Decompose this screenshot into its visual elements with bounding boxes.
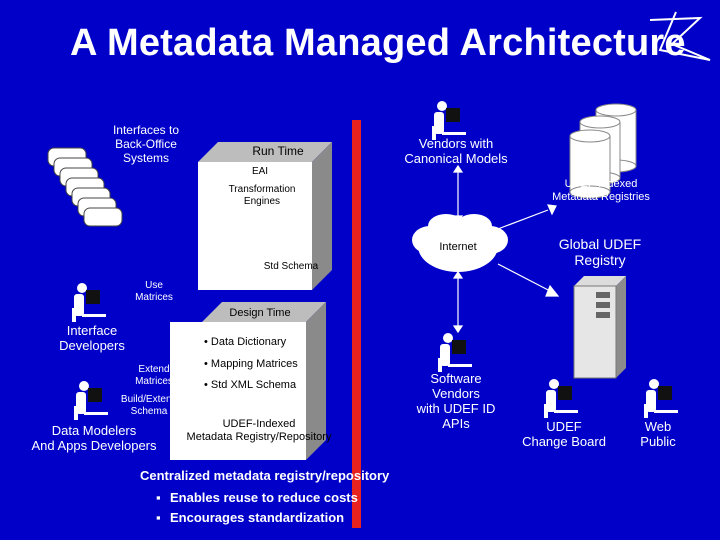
std-schema-label: Std Schema	[263, 261, 319, 272]
page-title: A Metadata Managed Architecture	[70, 22, 686, 64]
arrow-internet-server	[497, 263, 560, 297]
software-vendors-label: Software Vendors with UDEF ID APIs	[416, 371, 496, 431]
use-matrices-person-icon	[72, 283, 106, 322]
runtime-label: Run Time	[252, 144, 304, 158]
use-matrices-label: Use Matrices	[135, 280, 173, 303]
bullet-icon: ▪	[156, 490, 161, 505]
summary-point-text: Enables reuse to reduce costs	[170, 490, 358, 505]
change-board-label: UDEF Change Board	[522, 419, 606, 449]
change-board-person-icon	[544, 379, 578, 418]
designtime-bullet: • Data Dictionary	[204, 336, 287, 348]
interface-developers-label: Interface Developers	[59, 323, 125, 353]
back-office-systems-icon	[47, 147, 123, 227]
company-logo-icon	[649, 11, 711, 61]
summary-point: ▪ Enables reuse to reduce costs	[156, 490, 358, 505]
vendors-label: Vendors with Canonical Models	[404, 136, 508, 166]
designtime-label: Design Time	[229, 307, 291, 319]
data-modelers-label: Data Modelers And Apps Developers	[31, 423, 157, 453]
summary-point: ▪ Encourages standardization	[156, 510, 344, 525]
data-modeler-person-icon	[74, 381, 108, 420]
build-extend-schema-label: Build/Extend Schema	[120, 394, 178, 417]
designtime-box	[170, 302, 326, 460]
global-registry-label: Global UDEF Registry	[558, 236, 642, 269]
internet-label: Internet	[439, 241, 477, 253]
software-vendor-person-icon	[438, 333, 472, 372]
arrow-internet-software	[452, 270, 464, 334]
web-public-label: Web Public	[640, 419, 676, 449]
arrow-internet-registries	[489, 204, 557, 233]
summary-point-text: Encourages standardization	[170, 510, 345, 525]
transformation-label: Transformation Engines	[228, 184, 296, 207]
arrow-runtime-schema	[254, 220, 266, 264]
vendor-person-icon	[432, 101, 466, 140]
arrow-vendors-internet	[452, 164, 464, 224]
designtime-bullet: • Mapping Matrices	[204, 358, 298, 370]
separator-bar	[352, 120, 361, 528]
interfaces-label: Interfaces to Back-Office Systems	[112, 123, 180, 165]
designtime-bullet: • Std XML Schema	[204, 379, 297, 391]
eai-label: EAI	[251, 166, 269, 177]
internet-cloud-icon	[412, 214, 508, 272]
runtime-box	[198, 142, 332, 290]
summary-heading: Centralized metadata registry/repository	[140, 468, 390, 483]
global-registry-server-icon	[573, 276, 626, 379]
udef-registries-label: UDEF-Indexed Metadata Registries	[552, 178, 650, 203]
bullet-icon: ▪	[156, 510, 161, 525]
udef-registries-icon	[569, 103, 637, 199]
designtime-registry-label: UDEF-Indexed Metadata Registry/Repositor…	[186, 418, 332, 443]
web-public-person-icon	[644, 379, 678, 418]
extend-matrices-label: Extend Matrices	[135, 364, 173, 387]
